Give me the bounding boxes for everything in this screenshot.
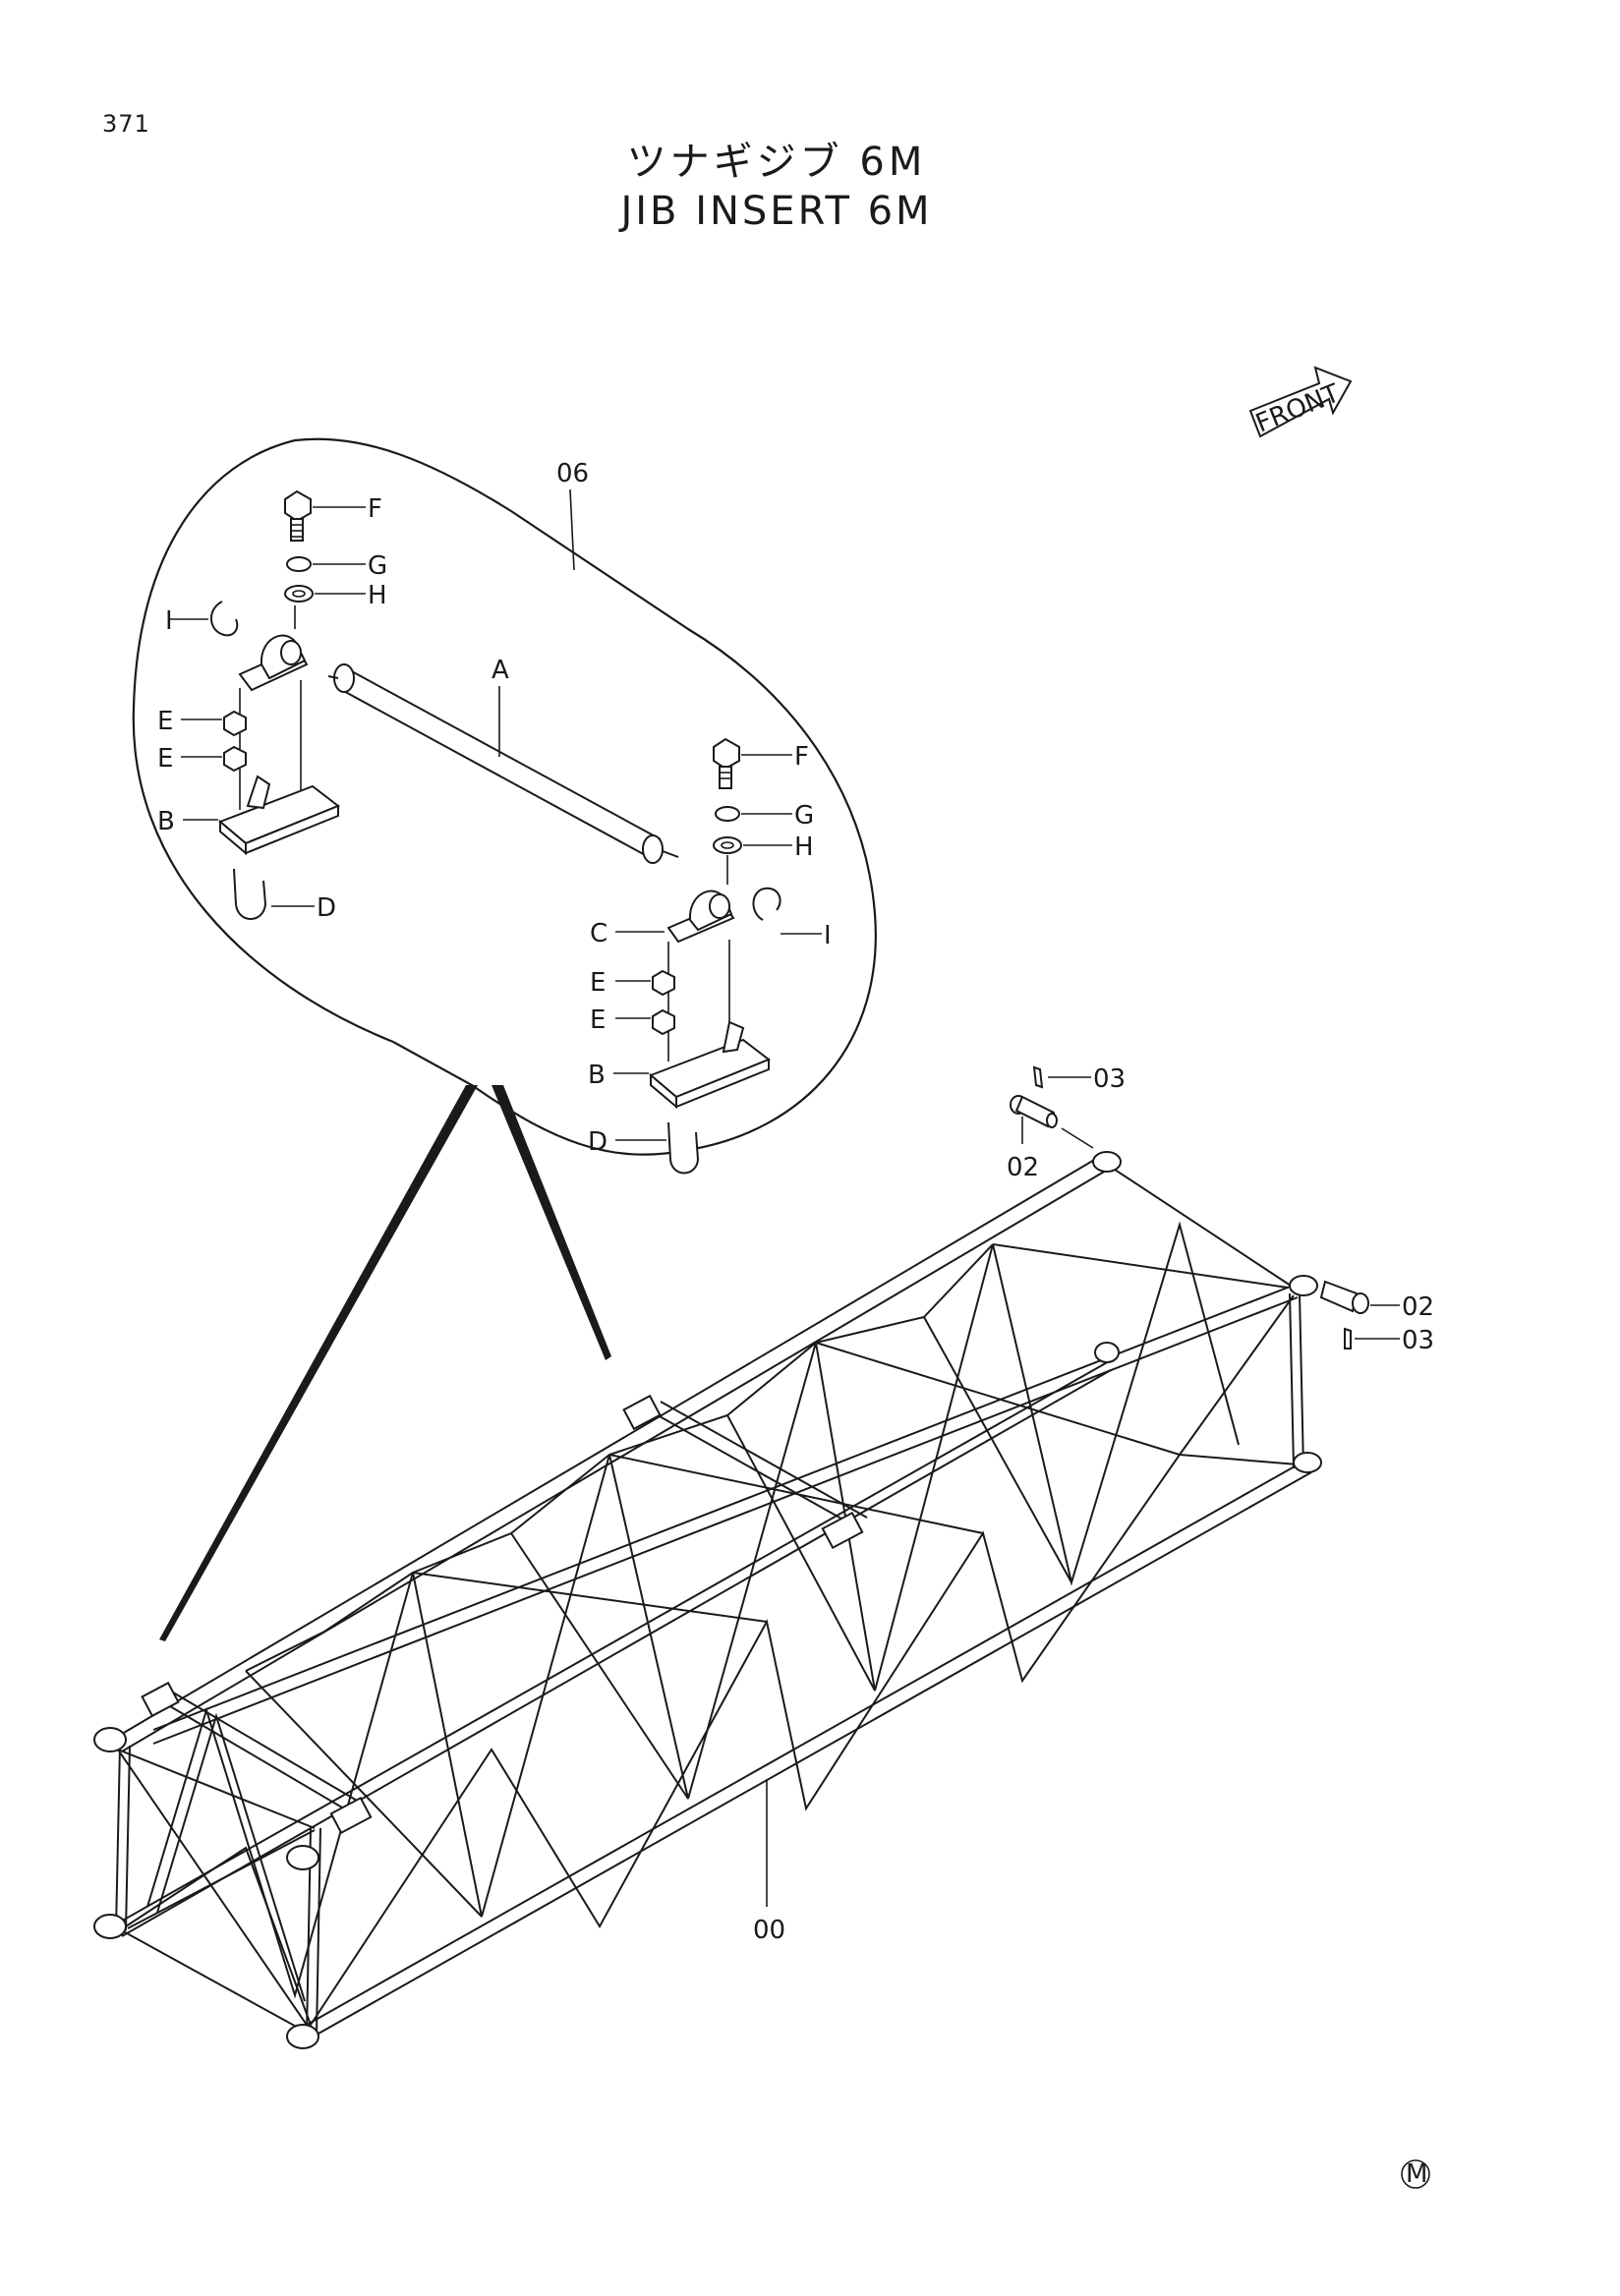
label-e-left-2: E <box>157 744 173 774</box>
nut-e-left-1-icon <box>223 710 247 737</box>
washer-g-left-icon <box>286 556 312 572</box>
label-i-right: I <box>824 921 832 950</box>
washer-g-right-icon <box>715 806 740 822</box>
bracket-b-right-icon <box>649 1020 771 1110</box>
nut-e-right-1-icon <box>652 969 675 997</box>
pillow-block-left-icon <box>238 634 309 692</box>
label-b-right: B <box>588 1061 606 1090</box>
label-e-right-1: E <box>590 968 606 998</box>
shaft-a-icon <box>327 663 679 864</box>
label-c: C <box>590 919 608 948</box>
r-clip-03-upper-icon <box>1032 1065 1044 1089</box>
label-g-right: G <box>794 801 814 831</box>
title-japanese: ツナギジブ 6M <box>626 140 927 185</box>
pillow-block-c-icon <box>666 890 735 944</box>
label-d-left: D <box>317 893 336 923</box>
bolt-f-left-icon <box>284 489 312 542</box>
svg-text:M: M <box>1406 2159 1427 2189</box>
label-a: A <box>492 656 509 685</box>
label-02-upper: 02 <box>1007 1153 1039 1182</box>
label-f-left: F <box>368 494 382 524</box>
label-03-upper: 03 <box>1093 1064 1126 1094</box>
label-e-right-2: E <box>590 1005 606 1035</box>
label-h-right: H <box>794 832 814 862</box>
u-bolt-d-left-icon <box>233 868 267 920</box>
front-label: FRONT <box>1251 378 1344 438</box>
front-arrow-icon: FRONT <box>1248 366 1353 438</box>
washer-h-left-icon <box>284 585 314 603</box>
label-d-right: D <box>588 1127 608 1157</box>
bolt-f-right-icon <box>713 737 740 789</box>
pin-02-upper-icon <box>1010 1095 1058 1128</box>
label-f-right: F <box>794 742 809 772</box>
callout-06: 06 <box>556 459 589 488</box>
washer-h-right-icon <box>713 836 742 854</box>
callout-06-leader <box>569 488 575 571</box>
nut-e-left-2-icon <box>223 745 247 773</box>
r-clip-03-right-icon <box>1344 1327 1352 1349</box>
label-h-left: H <box>368 581 387 610</box>
title-english: JIB INSERT 6M <box>620 189 933 234</box>
label-03-right: 03 <box>1402 1326 1434 1355</box>
snap-ring-i-right-icon <box>752 887 781 921</box>
nut-e-right-2-icon <box>652 1008 675 1036</box>
label-02-right: 02 <box>1402 1292 1434 1322</box>
label-g-left: G <box>368 551 387 581</box>
pin-02-right-icon <box>1319 1280 1369 1314</box>
detail-bubble-outline <box>132 437 877 1156</box>
label-b-left: B <box>157 807 175 836</box>
snap-ring-i-left-icon <box>210 601 239 637</box>
callout-00: 00 <box>753 1916 785 1945</box>
u-bolt-d-right-icon <box>667 1121 700 1175</box>
label-i-left: I <box>165 606 173 636</box>
page-number: 371 <box>102 110 150 138</box>
detail-leader-wedge <box>159 1085 611 1641</box>
m-mark-icon: M <box>1401 2159 1430 2189</box>
label-e-left-1: E <box>157 707 173 736</box>
jib-insert-lattice <box>93 1151 1322 2049</box>
bracket-b-left-icon <box>218 775 340 856</box>
